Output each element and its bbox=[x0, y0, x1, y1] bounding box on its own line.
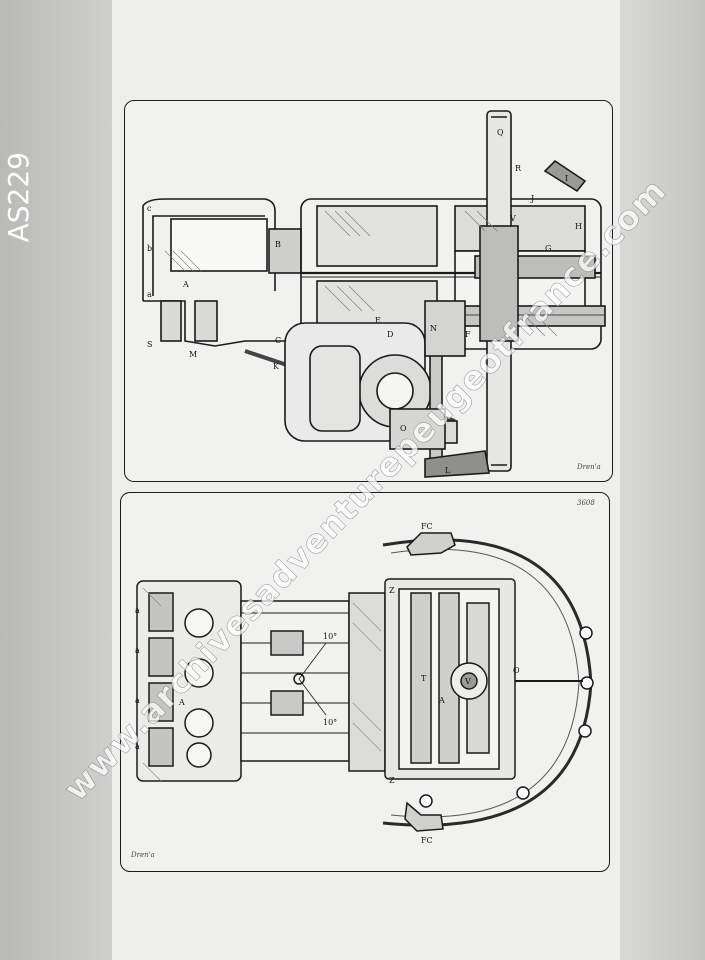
plan-view-drawing: a a a a A FC FC Z Z V T A O 10° 10° bbox=[135, 522, 594, 845]
label-Q: Q bbox=[497, 128, 504, 137]
cross-section-drawing: a b c A B S M C K L N O D E F G H I J R … bbox=[142, 110, 606, 478]
label-S: S bbox=[147, 340, 152, 349]
label-C: C bbox=[275, 336, 281, 345]
label-R: R bbox=[515, 164, 522, 173]
cross-section-labels: a b c A B S M C K L N O D E F G H I J R … bbox=[147, 128, 582, 475]
plate-bottom-signature: Dren'a bbox=[131, 851, 155, 859]
label-I: I bbox=[565, 174, 568, 183]
label-A: A bbox=[182, 280, 189, 289]
label-angle-2: 10° bbox=[323, 718, 337, 727]
label-T: T bbox=[421, 674, 427, 683]
scan-left-margin bbox=[0, 0, 112, 960]
label-M: M bbox=[189, 350, 197, 359]
label-O: O bbox=[400, 424, 407, 433]
plate-top-signature: Dren'a bbox=[577, 463, 601, 471]
label-A-right: A bbox=[438, 696, 445, 705]
label-a: a bbox=[147, 290, 152, 299]
label-K: K bbox=[273, 362, 280, 371]
label-G: G bbox=[545, 244, 551, 253]
label-A-left: A bbox=[178, 698, 185, 707]
label-E: E bbox=[375, 316, 381, 325]
label-B: B bbox=[275, 240, 281, 249]
label-J: J bbox=[530, 194, 534, 203]
label-V: V bbox=[464, 677, 471, 686]
catalog-number: AS229 bbox=[2, 152, 35, 243]
label-b: b bbox=[147, 244, 152, 253]
scan-right-margin bbox=[620, 0, 705, 960]
label-FC-top: FC bbox=[421, 522, 433, 531]
label-F: F bbox=[465, 330, 471, 339]
label-angle-1: 10° bbox=[323, 632, 337, 641]
label-N: N bbox=[430, 324, 437, 333]
label-V: V bbox=[509, 214, 516, 223]
label-a4: a bbox=[135, 742, 140, 751]
label-c: c bbox=[147, 204, 152, 213]
catalog-number-wrap: AS229 bbox=[2, 152, 42, 262]
label-FC-bottom: FC bbox=[421, 836, 433, 845]
label-D: D bbox=[387, 330, 393, 339]
label-O: O bbox=[513, 666, 520, 675]
drawing-plate-plan-view: a a a a A FC FC Z Z V T A O 10° 10° Dren… bbox=[120, 492, 610, 872]
label-a1: a bbox=[135, 606, 140, 615]
drawing-plate-cross-section: a b c A B S M C K L N O D E F G H I J R … bbox=[124, 100, 613, 482]
label-Z-top: Z bbox=[389, 586, 395, 595]
label-H: H bbox=[575, 222, 582, 231]
label-Z-bottom: Z bbox=[389, 776, 395, 785]
label-a3: a bbox=[135, 696, 140, 705]
cylinder-head-outline bbox=[142, 198, 276, 301]
label-L: L bbox=[445, 466, 451, 475]
plate-bottom-reference: 3608 bbox=[577, 499, 595, 507]
plan-view-labels: a a a a A FC FC Z Z V T A O 10° 10° bbox=[135, 522, 520, 845]
label-a2: a bbox=[135, 646, 140, 655]
